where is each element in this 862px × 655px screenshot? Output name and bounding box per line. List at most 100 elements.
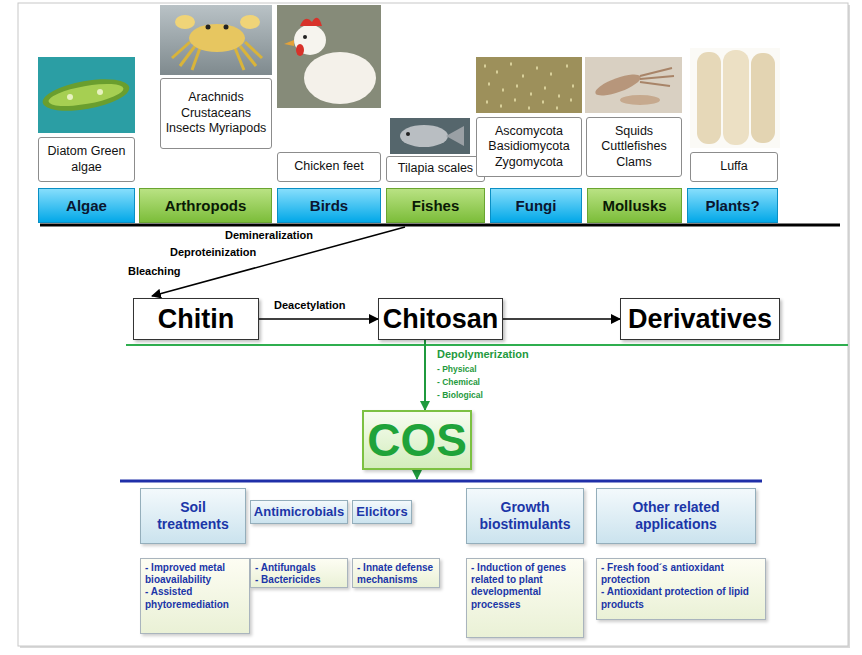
process-arrow — [259, 318, 378, 320]
fish-eye — [406, 132, 410, 136]
crab-body — [189, 24, 245, 52]
process-label: Bleaching — [128, 265, 181, 277]
node-text: Tilapia scales — [398, 161, 473, 177]
node-text: - Induction of genes related to plant de… — [471, 562, 579, 611]
node-text: Chitin — [158, 304, 234, 335]
node-text: - Antioxidant protection of lipid produc… — [601, 586, 761, 610]
photo-ground — [476, 57, 582, 113]
fish-body — [400, 125, 448, 147]
node-text: Soil treatments — [144, 499, 242, 533]
process-label: - Biological — [437, 390, 483, 400]
photo-ground — [160, 5, 272, 75]
source-box: Luffa — [690, 152, 778, 182]
node-text: Plants? — [705, 197, 759, 214]
diatom-cell — [40, 74, 132, 117]
luffa-sponge — [723, 50, 749, 145]
node-text: Mollusks — [602, 197, 666, 214]
crab-eye — [206, 25, 211, 30]
application-header: Antimicrobials — [250, 500, 348, 524]
photo-ground — [390, 118, 470, 154]
node-text: - Improved metal bioavailability — [145, 562, 245, 586]
category-box: Plants? — [687, 188, 778, 223]
node-text: - Bactericides — [255, 574, 321, 586]
source-box: Ascomycota Basidiomycota Zygomycota — [476, 117, 582, 177]
process-label: - Chemical — [437, 377, 480, 387]
node-text: Algae — [66, 197, 107, 214]
fish-tail — [446, 126, 464, 146]
separator-line — [40, 224, 840, 227]
diatom-photo — [38, 57, 135, 133]
application-detail: - Fresh food´s antioxidant protection- A… — [596, 558, 766, 620]
process-arrow — [416, 471, 418, 479]
process-arrow — [424, 340, 426, 410]
node-text: Arthropods — [165, 197, 247, 214]
luffa-sponge — [751, 53, 775, 143]
process-box: Chitin — [133, 298, 259, 340]
node-text: Arachnids Crustaceans Insects Myriapods — [164, 90, 268, 137]
node-text: Birds — [310, 197, 348, 214]
category-box: Fishes — [386, 188, 485, 223]
chicken-beak — [284, 40, 294, 46]
photo-ground — [585, 57, 682, 113]
chicken-head — [294, 25, 326, 55]
application-detail: - Induction of genes related to plant de… — [466, 558, 584, 638]
process-label: - Physical — [437, 364, 477, 374]
chicken-eye — [303, 35, 307, 39]
photo-ground — [277, 5, 381, 108]
process-box: Derivatives — [620, 298, 780, 340]
node-text: Luffa — [720, 159, 748, 175]
node-text: - Fresh food´s antioxidant protection — [601, 562, 761, 586]
node-text: - Innate defense mechanisms — [357, 562, 435, 586]
node-text: - Assisted phytoremediation — [145, 586, 245, 610]
chicken-wattle — [296, 44, 304, 56]
frame — [18, 3, 848, 646]
category-box: Algae — [38, 188, 135, 223]
application-header: Other related applications — [596, 488, 756, 544]
fungi-texture — [484, 64, 574, 108]
luffa-sponge — [697, 52, 721, 144]
crab-eye — [224, 25, 229, 30]
node-text: Squids Cuttlefishes Clams — [590, 124, 678, 171]
node-text: Antimicrobials — [254, 504, 344, 520]
category-box: Mollusks — [587, 188, 682, 223]
chicken-body — [304, 52, 376, 104]
category-box: Arthropods — [139, 188, 272, 223]
node-text: Growth biostimulants — [470, 499, 580, 533]
application-header: Elicitors — [352, 500, 412, 524]
node-text: Ascomycota Basidiomycota Zygomycota — [480, 124, 578, 171]
diatom-dot — [97, 89, 103, 95]
node-text: COS — [367, 413, 467, 467]
node-text: Diatom Green algae — [42, 144, 131, 175]
source-box: Chicken feet — [277, 152, 381, 182]
node-text: - Antifungals — [255, 562, 316, 574]
fungi-photo — [476, 57, 582, 113]
process-label: Deproteinization — [170, 246, 256, 258]
node-text: Chitosan — [383, 304, 499, 335]
source-box: Tilapia scales — [386, 156, 485, 182]
photo-ground — [38, 57, 135, 133]
crab-photo — [160, 5, 272, 75]
chicken-photo — [277, 5, 381, 108]
source-box: Arachnids Crustaceans Insects Myriapods — [160, 78, 272, 149]
process-box: Chitosan — [378, 298, 503, 340]
squid-arms — [640, 68, 674, 86]
photo-ground — [690, 48, 780, 148]
category-box: Fungi — [490, 188, 582, 223]
node-text: Derivatives — [628, 304, 772, 335]
crab-claw — [240, 15, 260, 29]
process-arrow — [152, 227, 405, 296]
tilapia-photo — [390, 118, 470, 154]
chicken-comb — [300, 18, 322, 26]
separator-line — [126, 344, 848, 346]
application-header: Growth biostimulants — [466, 488, 584, 544]
source-box: Squids Cuttlefishes Clams — [586, 117, 682, 177]
process-label: Demineralization — [225, 229, 313, 241]
source-box: Diatom Green algae — [38, 137, 135, 182]
process-arrow — [503, 318, 620, 320]
node-text: Fishes — [412, 197, 460, 214]
application-detail: - Antifungals- Bactericides — [250, 558, 348, 588]
edge-label: Deacetylation — [274, 299, 346, 311]
application-detail: - Improved metal bioavailability- Assist… — [140, 558, 250, 634]
node-text: Fungi — [516, 197, 557, 214]
